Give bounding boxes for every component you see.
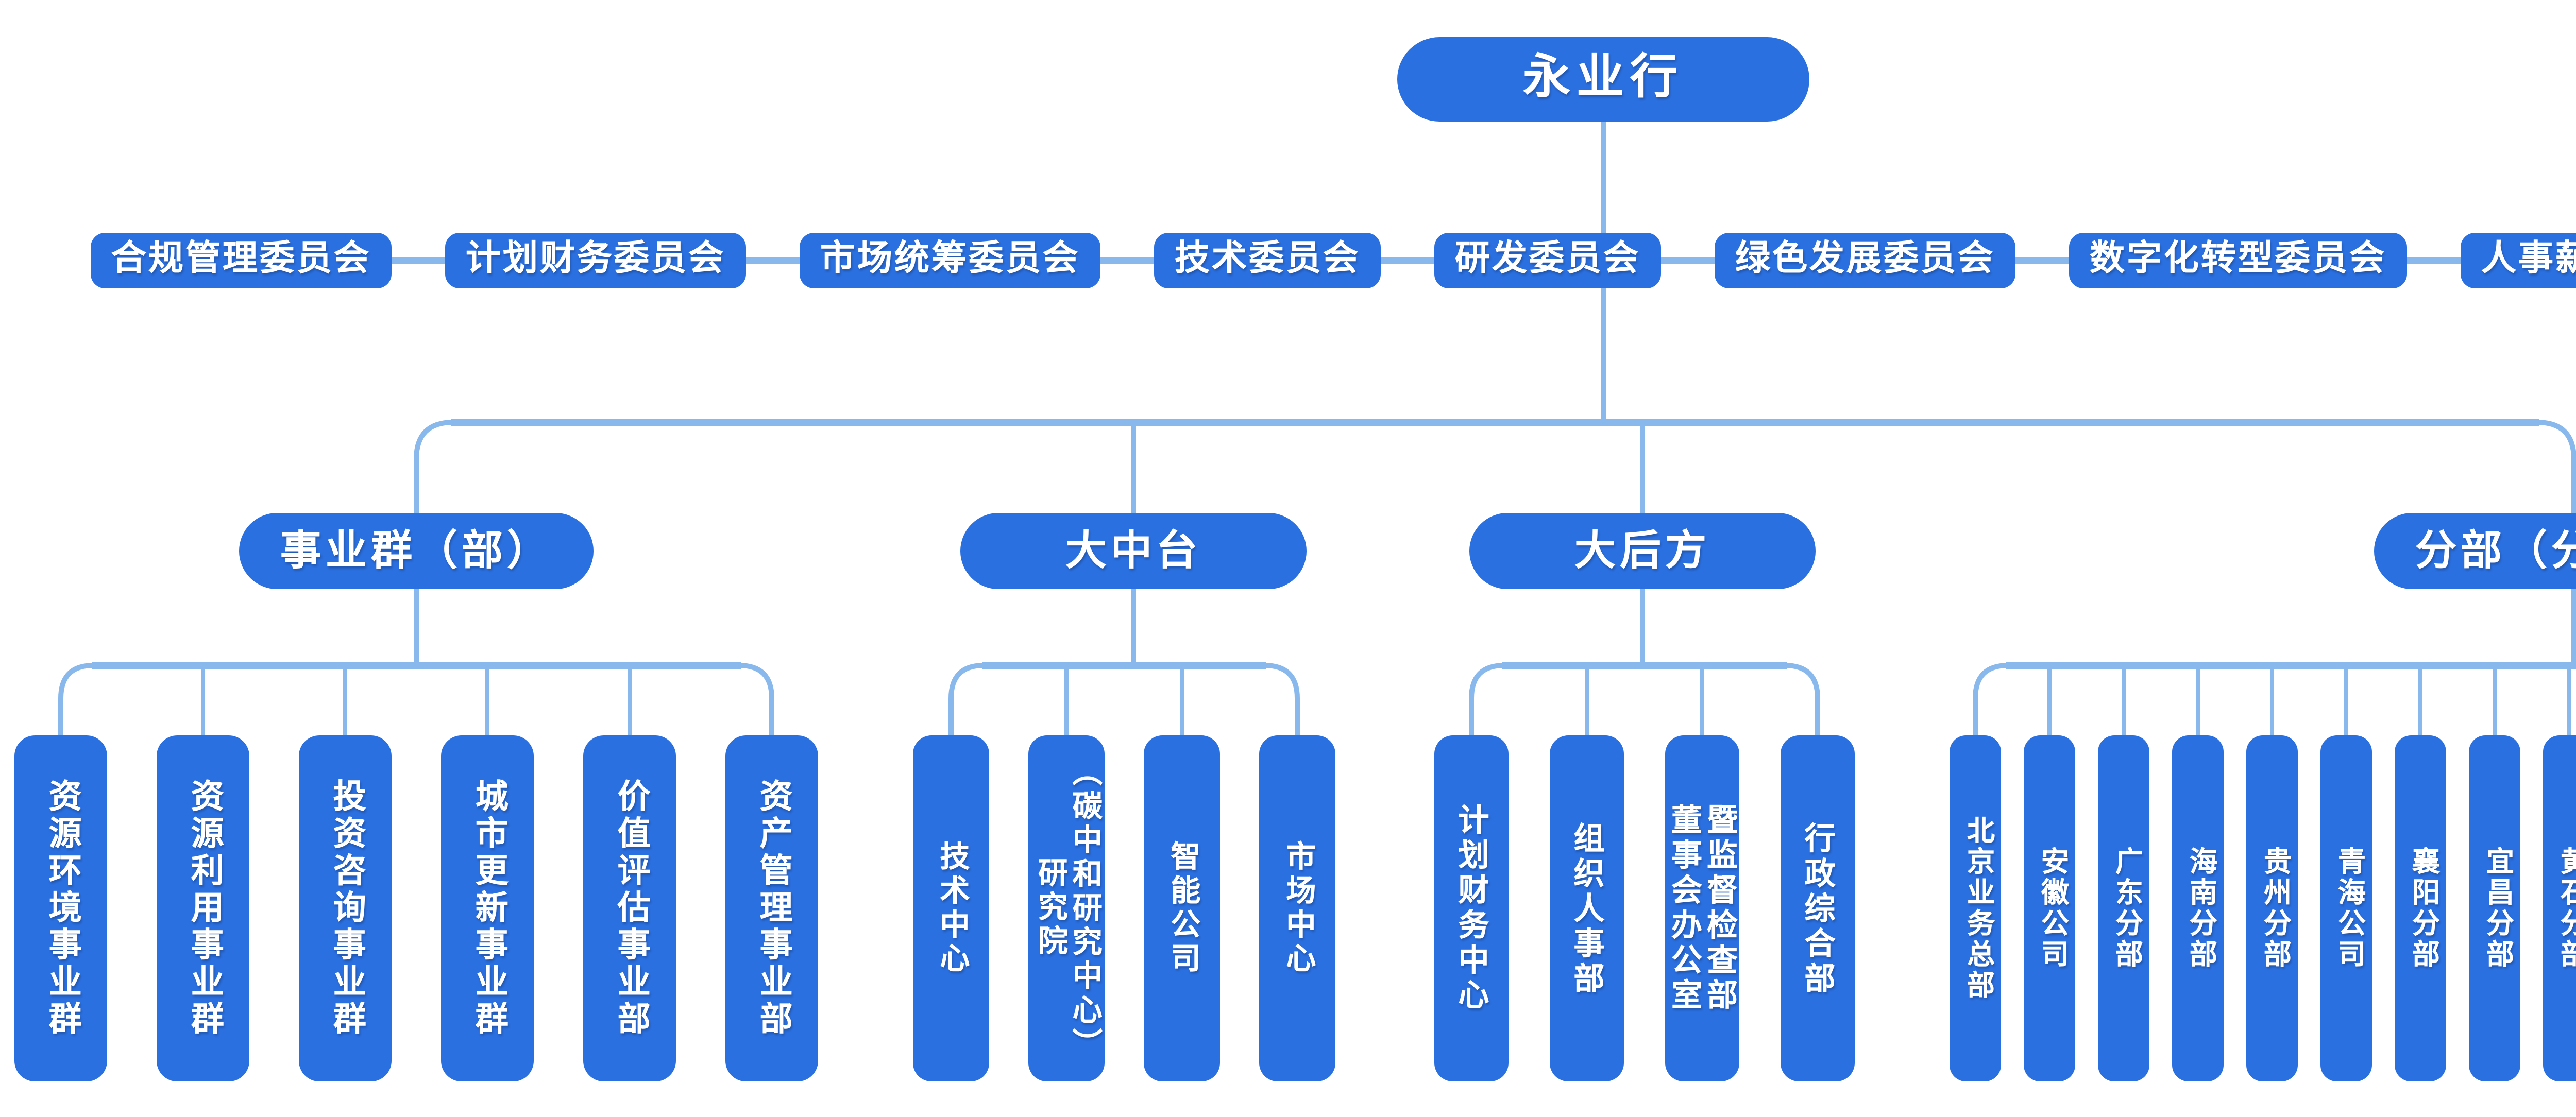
department-label: 市场中心 [1281,840,1315,976]
division-pill-3: 分部（分公司） [2374,513,2576,589]
committee-label: 绿色发展委员会 [1735,239,1995,280]
department-label: 广东分部 [2109,847,2142,970]
department-label: 安徽公司 [2035,847,2067,970]
department-label: 襄阳分部 [2405,847,2438,970]
department-cluster: 技术中心 研究院 （碳中和研究中心） 智能公司 市场中心 [913,735,1335,1081]
department-box: 宜昌分部 [2469,735,2520,1081]
department-box: 董事会办公室 暨监督检查部 [1665,735,1740,1081]
committee-pill: 市场统筹委员会 [800,233,1100,288]
department-label: 行政综合部 [1800,821,1838,996]
committee-label: 数字化转型委员会 [2090,239,2386,280]
division-label: 事业群（部） [280,525,552,575]
department-box: 研究院 （碳中和研究中心） [1028,735,1105,1081]
department-label: 技术中心 [935,840,969,976]
department-label: 海南分部 [2183,847,2216,970]
committee-label: 市场统筹委员会 [820,239,1080,280]
committee-label: 研发委员会 [1455,239,1640,280]
committee-pill: 计划财务委员会 [445,233,746,288]
department-box: 海南分部 [2172,735,2224,1081]
department-label: 资产管理事业部 [753,779,793,1038]
department-cluster: 计划财务中心 组织人事部 董事会办公室 暨监督检查部 行政综合部 [1434,735,1855,1081]
department-box: 技术中心 [913,735,989,1081]
department-box: 价值评估事业部 [583,735,676,1081]
department-box: 安徽公司 [2024,735,2075,1081]
committee-pill: 数字化转型委员会 [2069,233,2407,288]
department-label: 资源利用事业群 [184,779,224,1038]
department-label: 董事会办公室 暨监督检查部 [1667,803,1740,1013]
committee-row: 合规管理委员会 计划财务委员会 市场统筹委员会 技术委员会 研发委员会 绿色发展… [0,233,2576,288]
department-box: 广东分部 [2098,735,2149,1081]
department-label: 计划财务中心 [1454,803,1492,1013]
department-cluster: 资源环境事业群 资源利用事业群 投资咨询事业群 城市更新事业群 价值评估事业部 … [14,735,818,1081]
committee-pill: 研发委员会 [1434,233,1661,288]
committee-pill: 人事薪酬委员会 [2461,233,2576,288]
department-label: 宜昌分部 [2480,847,2513,970]
department-box: 智能公司 [1144,735,1220,1081]
committee-pill: 绿色发展委员会 [1715,233,2015,288]
department-label: 青海公司 [2331,847,2364,970]
department-box: 资源利用事业群 [157,735,249,1081]
division-label: 大后方 [1574,525,1710,575]
department-label: 资源环境事业群 [42,779,82,1038]
department-label: 智能公司 [1166,840,1199,976]
department-box: 组织人事部 [1550,735,1624,1081]
department-label: 研究院 （碳中和研究中心） [1033,755,1101,1061]
department-box: 贵州分部 [2246,735,2298,1081]
department-box: 青海公司 [2320,735,2372,1081]
committee-pill: 技术委员会 [1154,233,1381,288]
department-label: 投资咨询事业群 [327,779,366,1038]
division-label: 分部（分公司） [2415,525,2576,575]
department-label: 黄石分部 [2554,847,2576,970]
committee-pill: 合规管理委员会 [91,233,392,288]
committee-label: 技术委员会 [1175,239,1360,280]
committee-label: 计划财务委员会 [466,239,725,280]
department-box: 城市更新事业群 [441,735,534,1081]
department-box: 资源环境事业群 [14,735,107,1081]
root-node: 永业行 [1397,37,1809,122]
committee-label: 合规管理委员会 [111,239,371,280]
division-pill-2: 大后方 [1469,513,1816,589]
division-label: 大中台 [1065,525,1201,575]
department-label: 价值评估事业部 [611,779,651,1038]
department-box: 襄阳分部 [2395,735,2446,1081]
department-label: 贵州分部 [2257,847,2290,970]
root-label: 永业行 [1523,51,1684,105]
department-label: 组织人事部 [1569,821,1607,996]
department-box: 投资咨询事业群 [299,735,392,1081]
department-label: 北京业务总部 [1960,816,1993,1001]
division-pill-1: 大中台 [960,513,1307,589]
department-box: 资产管理事业部 [725,735,818,1081]
department-box: 行政综合部 [1781,735,1855,1081]
department-box: 北京业务总部 [1950,735,2001,1081]
department-label: 城市更新事业群 [469,779,509,1038]
committee-label: 人事薪酬委员会 [2481,239,2576,280]
department-box: 黄石分部 [2543,735,2576,1081]
department-box: 市场中心 [1259,735,1335,1081]
department-cluster: 北京业务总部 安徽公司 广东分部 海南分部 贵州分部 青海公司 襄阳分部 宜昌分… [1950,735,2576,1081]
division-pill-0: 事业群（部） [239,513,594,589]
department-box: 计划财务中心 [1434,735,1509,1081]
